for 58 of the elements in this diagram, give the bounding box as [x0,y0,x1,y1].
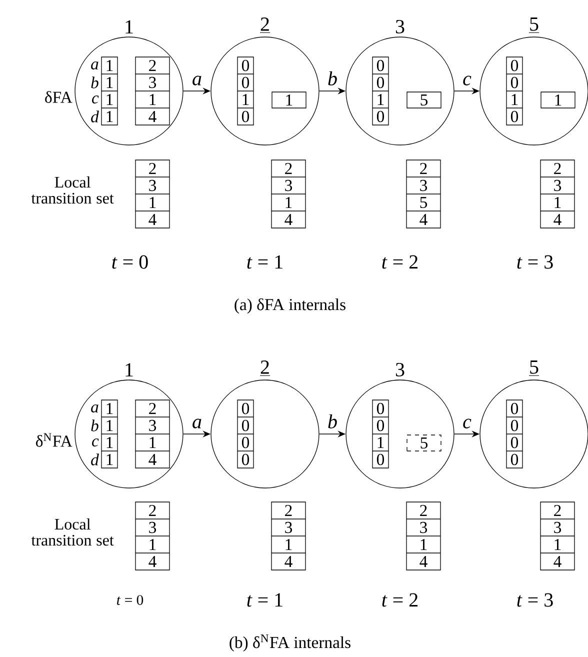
edge-label: a [190,417,204,430]
node-label: 2 [260,360,269,374]
cell-column: 2 3 5 4 [406,160,441,228]
edge-label: c [461,417,473,430]
node-label: b [91,420,98,432]
cell-column: 2 3 1 4 [135,56,170,126]
cell-column: 2 3 1 4 [540,160,575,228]
node-label: c [92,95,99,104]
cell-column: 1 1 1 1 a b c d [91,56,118,126]
node-label: d [91,454,99,466]
cell-column: 0 0 1 0 [372,56,389,126]
time-label: t = 2 [382,255,418,269]
cell-column: 2 3 1 4 Local transition set [31,502,170,570]
node-label: 5 [530,17,538,31]
cell-column: 1 1 1 1 a b c d [91,400,118,468]
time-label: t = 1 [247,255,282,269]
node-label: 1 [126,20,133,34]
cell-box: 1 [272,92,306,108]
time-label: t = 0 [112,255,148,269]
caption: (b) δ$^{N}$FA internals [230,634,350,652]
cell-box: 5 [406,92,442,108]
cell-column: 0 0 0 0 [506,400,523,468]
node-label: δ$^{N}$FA [36,433,72,447]
cell-column: 0 0 1 0 [237,56,254,126]
node-label: c [92,438,99,447]
node-label: Local transition set [31,176,114,204]
time-label: t = 3 [517,255,553,269]
node-label: 3 [396,20,404,34]
cell-column: 0 0 1 0 [372,400,389,468]
node-label: 5 [530,360,538,374]
cell-column: 2 3 1 4 [271,502,306,570]
node-label: 2 [260,18,269,31]
node-label: 1 [126,363,133,376]
cell-column: 2 3 1 4 [271,160,306,228]
time-label: t = 3 [517,593,553,607]
caption: (a) δFA internals [234,298,346,314]
time-label: t = 2 [382,593,418,607]
node-label: b [91,76,98,88]
cell-column: 2 3 1 4 Local transition set [31,160,170,228]
cell-box: 1 [540,92,576,108]
node-label: 3 [396,362,404,376]
cell-column: 0 0 1 0 [506,56,523,126]
edge-label: b [326,70,339,87]
cell-box: 5 [406,434,442,452]
node-label: a [91,62,98,70]
edge-label: b [326,413,339,430]
cell-column: 2 3 1 4 [406,502,441,570]
time-label: t = 1 [247,593,282,607]
node-label: Local transition set [31,518,114,546]
node-label: δFA [45,91,72,103]
node-label: d [91,110,99,122]
node-label: a [91,404,98,413]
cell-column: 0 0 0 0 [237,400,254,468]
cell-column: 2 3 1 4 [135,400,170,468]
edge-label: a [190,74,204,87]
edge-label: c [461,74,473,87]
time-label: t = 0 [117,595,144,605]
cell-column: 2 3 1 4 [540,502,575,570]
